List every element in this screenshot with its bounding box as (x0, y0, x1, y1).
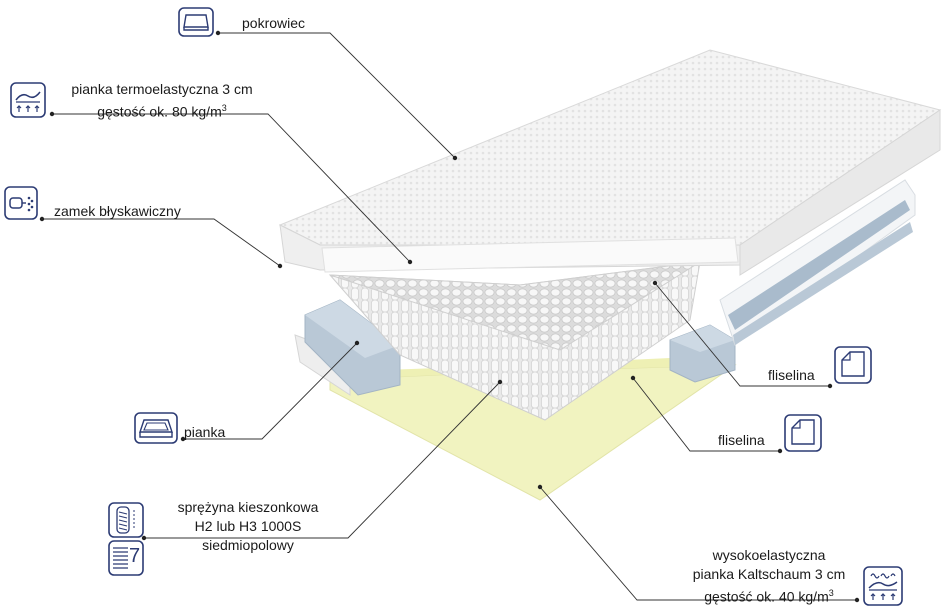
seven-zone-frame (108, 540, 144, 576)
leader-fliselina-lower (632, 377, 780, 452)
label-pokrowiec: pokrowiec (242, 15, 306, 31)
leader-pokrowiec (218, 32, 456, 159)
label-fliselina-lower: fliselina (718, 432, 765, 448)
memory-foam-icon (10, 82, 46, 118)
foam-tray-icon (134, 412, 178, 444)
pocket-spring-core (328, 261, 701, 421)
top-cover-layer (278, 49, 942, 276)
cold-foam-icon (863, 566, 903, 606)
seven-zone-number: 7 (129, 545, 141, 567)
fleece-sheet-icon (784, 414, 822, 452)
leader-pianka-termo (52, 113, 411, 263)
leader-lines (42, 32, 857, 601)
leader-zamek (42, 218, 281, 267)
label-zamek-blyskawiczny: zamek błyskawiczny (54, 203, 181, 219)
pocket-spring-icon (108, 502, 144, 538)
fleece-sheet-icon (834, 346, 872, 384)
label-pianka-termoelastyczna: pianka termoelastyczna 3 cm gęstość ok. … (71, 81, 253, 120)
zipper-icon (4, 186, 38, 220)
mattress-right-side (719, 179, 916, 346)
seven-zone-icon: 7 (108, 540, 144, 576)
leader-pianka (183, 342, 358, 440)
leader-dots (39, 30, 860, 603)
label-pianka: pianka (184, 424, 226, 440)
mattress-cover-icon (178, 7, 214, 37)
label-sprezyna-kieszonkowa: sprężyna kieszonkowa H2 lub H3 1000S sie… (177, 499, 319, 553)
leader-fliselina-upper (654, 282, 830, 387)
label-pianka-kaltschaum: wysokoelastyczna pianka Kaltschaum 3 cm … (692, 547, 846, 605)
leader-kaltschaum (539, 486, 857, 601)
leader-sprezyna (144, 381, 501, 539)
label-fliselina-upper: fliselina (768, 367, 815, 383)
